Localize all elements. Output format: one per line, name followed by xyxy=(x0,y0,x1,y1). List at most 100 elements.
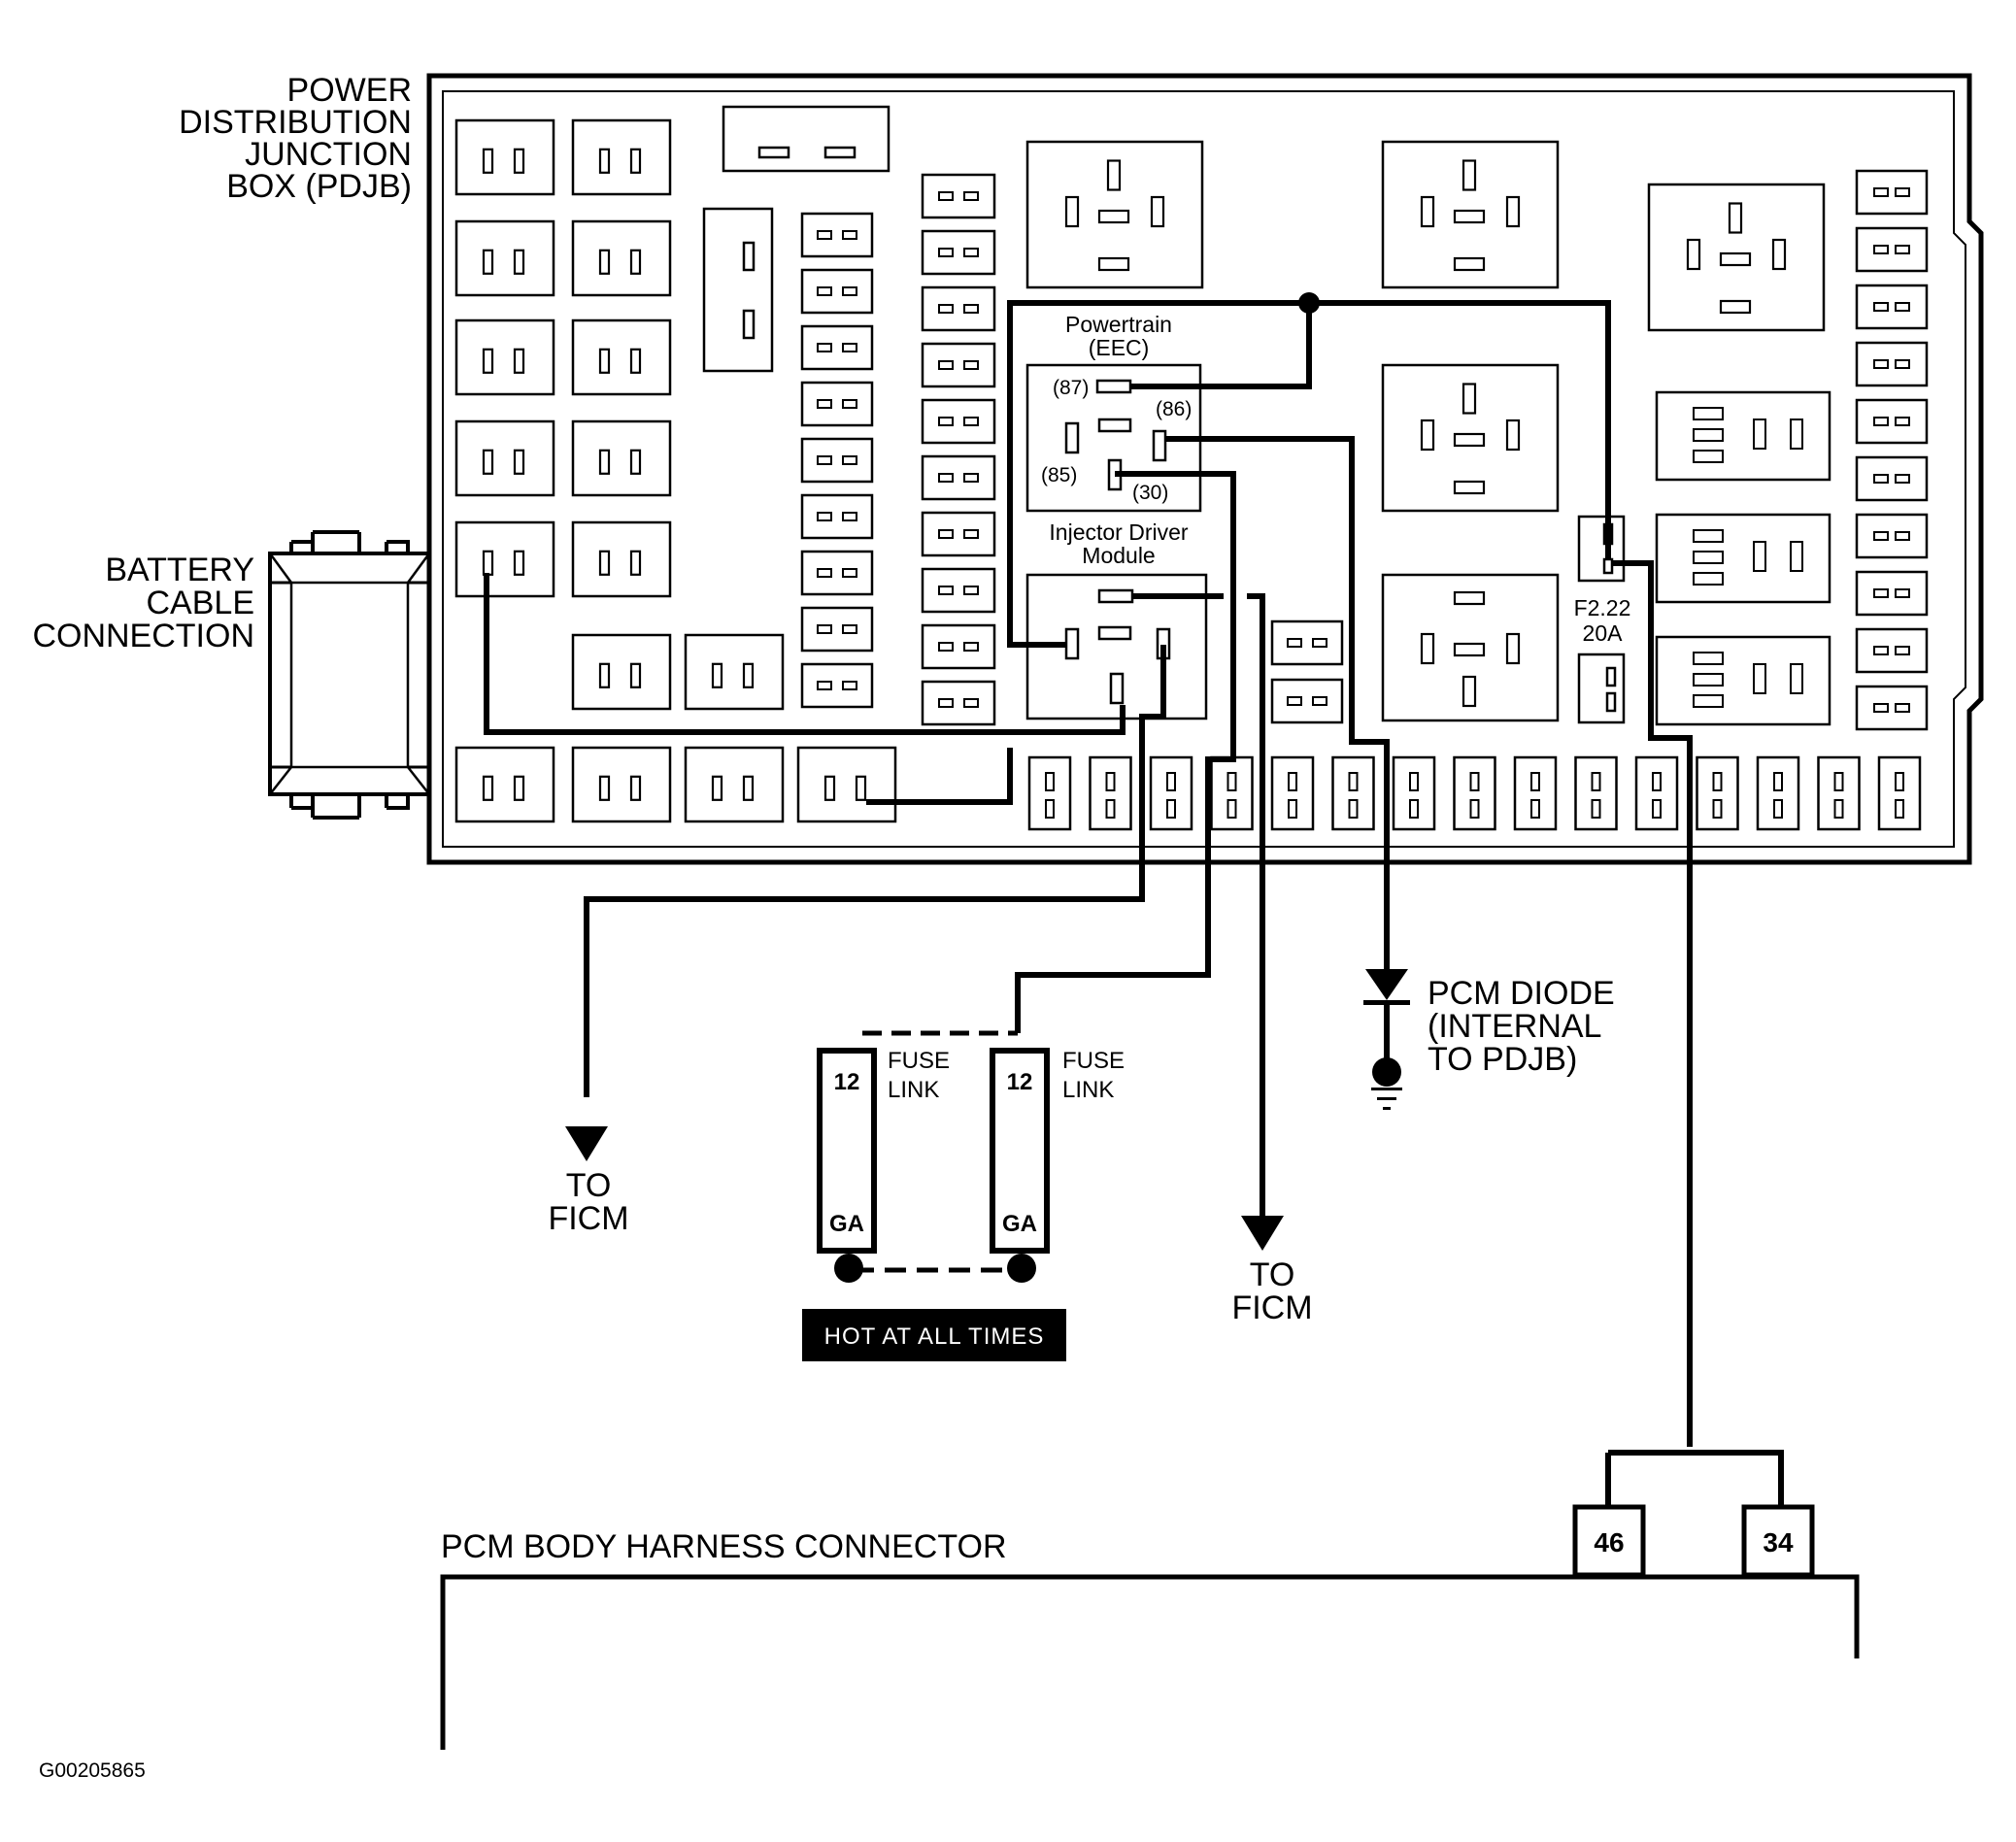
wire-pcm-split xyxy=(1608,1450,1784,1507)
mini-fuse-slot xyxy=(963,191,979,201)
module-slot xyxy=(1693,529,1724,543)
fuse-slot xyxy=(629,449,642,475)
mini-fuse xyxy=(921,680,996,726)
fuse-slot xyxy=(629,249,642,275)
vertical-fuse-slot xyxy=(1045,799,1055,819)
fuse-block xyxy=(684,633,785,711)
mini-fuse xyxy=(921,623,996,670)
vertical-fuse-slot xyxy=(1530,772,1540,791)
pcm-diode-label-line1: PCM DIODE xyxy=(1428,975,1615,1012)
relay-pin xyxy=(1505,195,1521,228)
mini-fuse-slot xyxy=(817,343,832,352)
vertical-fuse-slot xyxy=(1895,772,1904,791)
relay-pin xyxy=(1453,480,1486,495)
fuse-slot xyxy=(513,249,525,275)
wire-ficm-right xyxy=(1247,593,1265,1218)
mini-fuse xyxy=(800,212,874,258)
vertical-fuse-slot xyxy=(1773,772,1783,791)
vertical-fuse-slot xyxy=(1652,772,1662,791)
mini-fuse-slot xyxy=(842,230,857,240)
vertical-fuse-slot xyxy=(1288,772,1297,791)
top-fuse xyxy=(722,105,890,173)
vertical-fuse xyxy=(1089,755,1132,831)
vertical-fuse-slot xyxy=(1712,799,1723,819)
mini-fuse-slot xyxy=(963,586,979,595)
mini-fuse xyxy=(800,324,874,371)
fuse-link-right-caption-2: LINK xyxy=(1062,1077,1114,1103)
vertical-fuse-slot xyxy=(1469,772,1480,791)
mini-fuse-slot xyxy=(1895,245,1910,254)
relay-sockets xyxy=(1025,140,1826,722)
mini-fuse-slot xyxy=(938,191,954,201)
mini-fuse xyxy=(921,454,996,501)
pin-34-label: 34 xyxy=(1763,1527,1794,1557)
injector-label-line2: Module xyxy=(1082,543,1155,568)
wire-87 xyxy=(1130,303,1312,389)
relay-socket xyxy=(1025,140,1204,289)
mini-fuse xyxy=(921,173,996,219)
fuse-slot xyxy=(598,148,611,174)
module-slot xyxy=(1693,450,1724,463)
pdjb-label-line1: POWER xyxy=(287,72,412,109)
fuse-slot xyxy=(598,348,611,374)
module-slot xyxy=(1693,428,1724,442)
wire-battery-feed xyxy=(484,573,1126,735)
pdjb-label: POWER DISTRIBUTION JUNCTION BOX (PDJB) xyxy=(179,72,412,205)
mini-fuse-slot xyxy=(963,417,979,426)
relay-pin xyxy=(1420,632,1435,665)
module-slot xyxy=(1790,419,1803,450)
module-slot xyxy=(1693,652,1724,665)
ground-node xyxy=(1372,1057,1401,1087)
mini-fuse xyxy=(800,381,874,427)
vertical-fuse-slot xyxy=(1409,799,1419,819)
mini-fuse-slot xyxy=(1873,588,1889,598)
wire-idm-to-ficm-left xyxy=(584,645,1166,1097)
mini-fuse-slot xyxy=(938,642,954,652)
mini-fuse-slot xyxy=(1287,638,1302,648)
fuse-block xyxy=(454,746,555,823)
relay-pin xyxy=(1462,383,1477,415)
splice-node xyxy=(1298,292,1320,314)
mini-fuse-slot xyxy=(1895,302,1910,312)
mini-fuse-slot xyxy=(938,417,954,426)
relay-pin xyxy=(1420,195,1435,228)
mini-fuse-slot xyxy=(1895,359,1910,369)
pcm-diode-label-line3: TO PDJB) xyxy=(1428,1041,1577,1078)
fuse-link-left-caption-2: LINK xyxy=(888,1077,939,1103)
pdjb-label-line2: DISTRIBUTION xyxy=(179,104,412,141)
mini-fuse-slot xyxy=(817,399,832,409)
relay-pin xyxy=(1719,299,1752,315)
fuse-slot xyxy=(513,148,525,174)
mini-fuse-slot xyxy=(1873,359,1889,369)
mini-fuse xyxy=(921,229,996,276)
fuse-slot xyxy=(823,775,836,801)
mini-fuse-slot xyxy=(1895,474,1910,484)
mini-fuse xyxy=(1855,513,1929,559)
relay-pin xyxy=(1453,432,1486,448)
fuse-row-bottom xyxy=(1027,755,1922,831)
module-slot xyxy=(1693,673,1724,687)
pdjb-label-line3: JUNCTION xyxy=(245,136,412,173)
relay-pin xyxy=(1462,159,1477,191)
to-ficm-left-line2: FICM xyxy=(548,1200,628,1237)
fuse-links xyxy=(802,1030,1066,1361)
fuse-block xyxy=(571,520,672,598)
mini-fuse-slot xyxy=(963,473,979,483)
fuse-block xyxy=(571,746,672,823)
mini-fuse xyxy=(800,662,874,709)
to-ficm-left-line1: TO xyxy=(566,1167,612,1204)
vertical-fuse-slot xyxy=(1226,772,1237,791)
fuse-rating-label: 20A xyxy=(1583,620,1624,646)
mini-fuse-slot xyxy=(938,360,954,370)
mini-fuse xyxy=(1855,341,1929,387)
fuse-module xyxy=(1655,390,1831,482)
fuse-block xyxy=(454,118,555,196)
fuse-link-right-caption-1: FUSE xyxy=(1062,1048,1125,1074)
mini-fuse xyxy=(1855,169,1929,216)
relay-pin xyxy=(1097,209,1130,224)
vertical-fuse xyxy=(1392,755,1436,831)
vertical-fuse xyxy=(1331,755,1375,831)
mini-fuse-slot xyxy=(963,529,979,539)
wire-fuse-to-pcm xyxy=(1612,560,1693,1447)
relay-pin xyxy=(1505,632,1521,665)
